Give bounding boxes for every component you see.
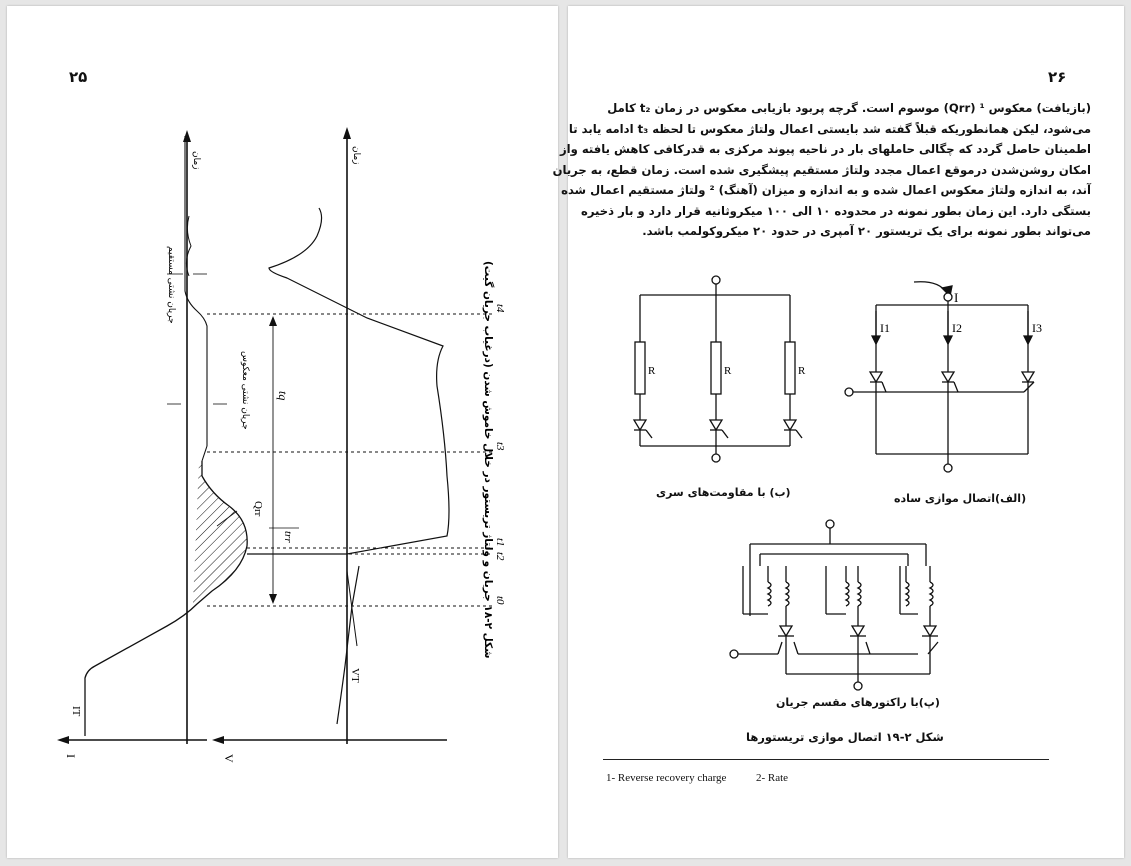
paragraph-line: آند، به اندازه ولتاژ معکوس اعمال شده و ب… <box>561 183 1091 197</box>
label-t0: t0 <box>494 596 506 605</box>
figure-a-caption: (الف)اتصال موازی ساده <box>894 492 1027 505</box>
circuit-series-resistors <box>632 275 803 463</box>
label-trr: trr <box>282 531 294 543</box>
turnoff-waveform-figure: زمان زمان جریان نشتی مستقیم جریان نشتی م… <box>57 127 506 763</box>
circuit-simple-parallel <box>844 281 1036 473</box>
right-page: ۲۶ (بازیافت) معکوس ¹ (Qrr) موسوم است. گر… <box>552 6 1124 858</box>
paragraph-line: اطمینان حاصل گردد که چگالی حاملهای بار د… <box>559 142 1091 156</box>
paragraph-line: بستگی دارد. این زمان بطور نمونه در محدود… <box>580 203 1091 218</box>
label-t4: t4 <box>494 304 506 313</box>
label-VT: VT <box>349 668 361 683</box>
left-page: ۲۵ <box>7 6 558 858</box>
label-Qrr: Qrr <box>252 501 264 517</box>
current-label-I: I <box>954 290 958 305</box>
footnote-1: 1- Reverse recovery charge <box>606 772 727 784</box>
paragraph-line: (بازیافت) معکوس ¹ (Qrr) موسوم است. گرچه … <box>607 101 1091 115</box>
parallel-thyristor-figures: R R R <box>632 275 1042 691</box>
label-t3: t3 <box>494 442 506 451</box>
qrr-hatched-area <box>193 461 248 604</box>
resistor-label: R <box>724 365 732 377</box>
footnotes: 1- Reverse recovery charge 2- Rate <box>606 772 788 784</box>
figure-caption-right: شکل ۲-۱۹ اتصال موازی تریستورها <box>746 730 944 744</box>
current-label-I1: I1 <box>880 321 890 335</box>
axis-time-label-bottom: زمان <box>351 146 361 165</box>
resistor-label: R <box>798 365 806 377</box>
axis-time-label-top: زمان <box>191 151 201 170</box>
paragraph-line: امکان روشن‌شدن درموقع اعمال مجدد ولتاژ م… <box>552 162 1091 177</box>
voltage-waveform <box>336 565 360 725</box>
page-number-right: ۲۶ <box>1048 68 1067 86</box>
label-I: I <box>64 754 78 758</box>
forward-leakage-label: جریان نشتی مستقیم <box>166 246 176 324</box>
reverse-leakage-label: جریان نشتی معکوس <box>240 351 250 430</box>
current-label-I3: I3 <box>1032 321 1042 335</box>
label-V: V <box>222 754 236 763</box>
circuit-current-sharing-reactors <box>729 519 939 691</box>
label-t2: t2 <box>494 552 506 561</box>
paragraph-line: می‌شود، لیکن همانطوریکه قبلاً گفته شد با… <box>568 121 1091 136</box>
figure-b-caption: (ب) با مقاومت‌های سری <box>656 486 791 499</box>
footnote-2: 2- Rate <box>755 772 789 784</box>
footnote-rule <box>603 759 1049 760</box>
figure-c-caption: (پ)با راکتورهای مقسم جریان <box>776 696 940 709</box>
label-IT: IT <box>70 706 82 717</box>
page-number-left: ۲۵ <box>69 68 88 86</box>
paragraph-line: می‌تواند بطور نمونه برای یک تریستور ۲۰ آ… <box>642 224 1091 238</box>
figure-caption-left: شکل ۲-۱۸ جریان و ولتاژ تریستور در خلال خ… <box>482 261 495 658</box>
resistor-label: R <box>648 365 656 377</box>
label-tq: tq <box>276 391 290 400</box>
body-paragraph: (بازیافت) معکوس ¹ (Qrr) موسوم است. گرچه … <box>552 98 1091 242</box>
label-t1: t1 <box>494 538 506 547</box>
current-label-I2: I2 <box>952 321 962 335</box>
